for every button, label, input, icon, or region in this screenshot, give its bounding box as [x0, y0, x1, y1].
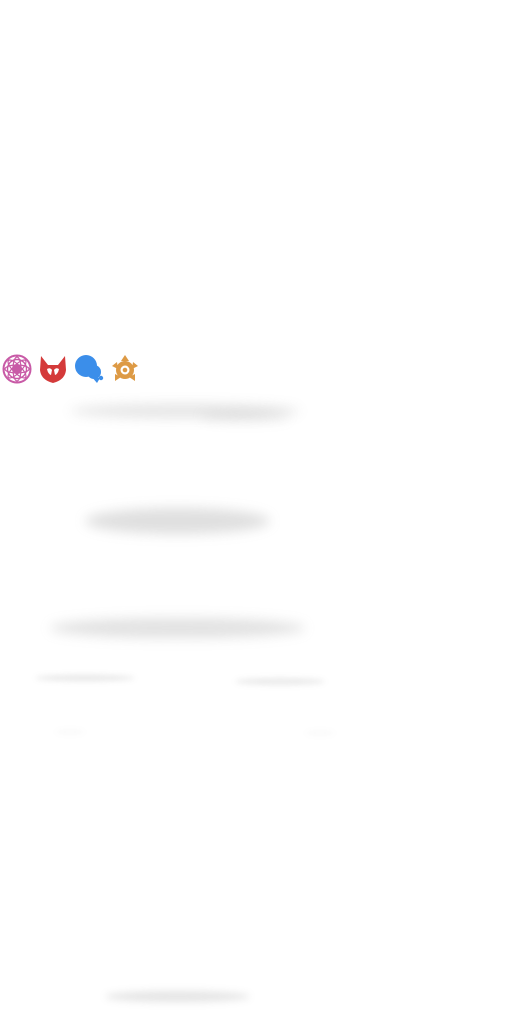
soft-shadow-blob [35, 675, 135, 681]
soft-shadow-blob [55, 730, 85, 734]
orange-sun-emblem-icon[interactable] [110, 354, 140, 384]
red-fox-mask-icon[interactable] [38, 354, 68, 384]
soft-shadow-blob [105, 991, 250, 1002]
soft-shadow-blob [85, 508, 270, 534]
soft-shadow-blob [50, 618, 305, 638]
soft-shadow-blob [305, 731, 335, 735]
blue-speech-bubble-icon[interactable] [74, 354, 104, 384]
soft-shadow-blob [235, 678, 325, 685]
pink-mandala-icon[interactable] [2, 354, 32, 384]
soft-shadow-blob [70, 404, 300, 418]
app-icon-row [2, 352, 140, 386]
soft-shadow-blob [200, 412, 290, 421]
